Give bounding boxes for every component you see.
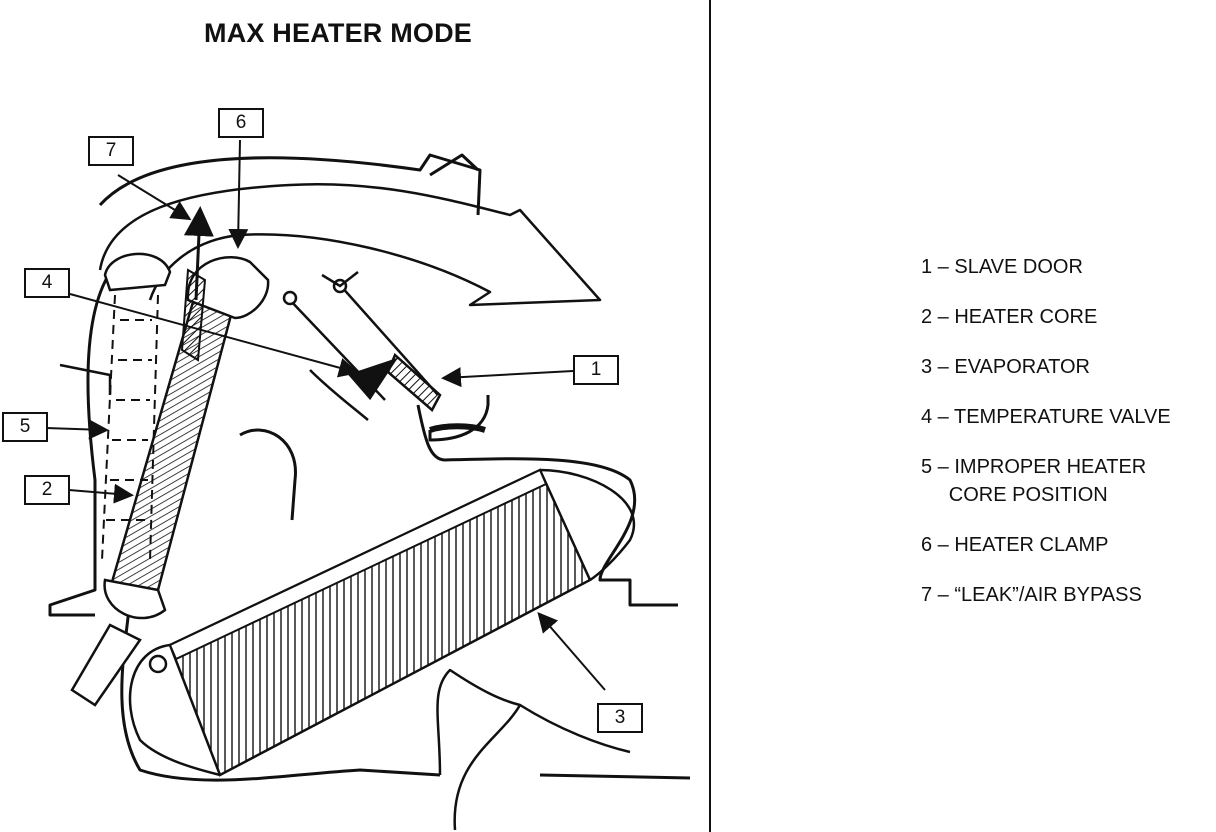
legend-item: 3 – EVAPORATOR	[921, 356, 1090, 378]
door-assembly	[282, 271, 486, 433]
leader-lines	[45, 139, 606, 691]
legend-item: 1 – SLAVE DOOR	[921, 256, 1083, 278]
legend-item: 5 – IMPROPER HEATER	[921, 456, 1147, 478]
legend: 1 – SLAVE DOOR 2 – HEATER CORE 3 – EVAPO…	[921, 254, 1171, 608]
legend-item: 4 – TEMPERATURE VALVE	[921, 406, 1171, 428]
callout-4: 4	[24, 268, 70, 298]
callout-5: 5	[2, 412, 48, 442]
evaporator-graphic	[128, 468, 636, 777]
legend-item: 2 – HEATER CORE	[921, 306, 1098, 328]
callout-7: 7	[88, 136, 134, 166]
hvac-illustration	[45, 139, 691, 831]
airflow-arrows	[59, 183, 631, 831]
legend-item: CORE POSITION	[921, 484, 1108, 506]
legend-item: 7 – “LEAK”/AIR BYPASS	[921, 584, 1142, 606]
callout-2: 2	[24, 475, 70, 505]
diagram-title: MAX HEATER MODE	[204, 18, 473, 48]
improper-core-position	[101, 252, 172, 561]
divider-line	[709, 0, 711, 832]
heater-core-graphic	[70, 256, 270, 707]
legend-item: 6 – HEATER CLAMP	[921, 534, 1109, 556]
callout-6: 6	[218, 108, 264, 138]
callout-3: 3	[597, 703, 643, 733]
callout-1: 1	[573, 355, 619, 385]
